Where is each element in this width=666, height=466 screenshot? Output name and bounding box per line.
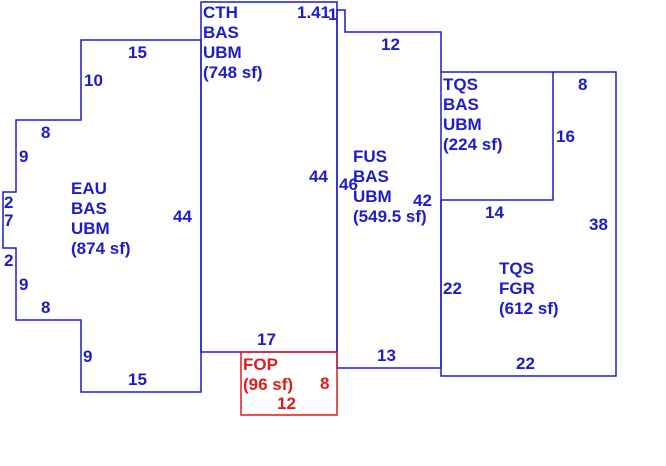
dim-eau-left-2b: 2 — [4, 251, 13, 270]
dim-eau-left-2a: 2 — [4, 193, 13, 212]
dim-tqs-top: 8 — [578, 75, 587, 94]
dim-fop-right: 8 — [320, 374, 329, 393]
dim-eau-right: 44 — [173, 207, 192, 226]
dim-eau-step-mid-low: 8 — [41, 298, 50, 317]
tqs-bas-label: TQS BAS UBM (224 sf) — [443, 75, 503, 154]
dim-eau-bottom: 15 — [128, 370, 147, 389]
eau-outline — [2, 39, 202, 393]
dim-cth-bottom: 17 — [257, 330, 276, 349]
dim-fgr-bottom: 22 — [516, 354, 535, 373]
dim-tqs-bottom: 14 — [485, 203, 504, 222]
dim-eau-step-upper: 10 — [84, 71, 103, 90]
cth-label: CTH BAS UBM (748 sf) — [203, 3, 263, 82]
dim-eau-step-lower: 9 — [83, 347, 92, 366]
dim-cth-right: 44 — [309, 167, 328, 186]
dim-fop-bottom: 12 — [277, 394, 296, 413]
tqs-bas-outline — [441, 71, 554, 201]
tqs-fgr-label: TQS FGR (612 sf) — [499, 259, 559, 318]
dim-fus-bottom: 13 — [377, 346, 396, 365]
dim-cth-top: 1.41 — [297, 3, 330, 22]
dim-fus-right: 42 — [413, 191, 432, 210]
tqs-fgr-outline — [440, 71, 617, 377]
dim-eau-left-7: 7 — [4, 211, 13, 230]
dim-fus-top: 12 — [381, 35, 400, 54]
dim-fgr-right: 38 — [589, 215, 608, 234]
fus-label: FUS BAS UBM (549.5 sf) — [353, 147, 427, 226]
eau-label: EAU BAS UBM (874 sf) — [71, 179, 131, 258]
dim-fus-left: 46 — [339, 175, 358, 194]
dim-eau-left-upper: 9 — [19, 147, 28, 166]
dim-eau-step-mid: 8 — [41, 123, 50, 142]
dim-eau-top: 15 — [128, 43, 147, 62]
dim-cth-corner: 1 — [328, 5, 337, 24]
fop-outline — [240, 351, 338, 416]
dim-fgr-left: 22 — [443, 279, 462, 298]
fop-label: FOP (96 sf) — [243, 355, 293, 394]
dim-tqs-side: 16 — [556, 127, 575, 146]
dim-eau-left-lower: 9 — [19, 275, 28, 294]
